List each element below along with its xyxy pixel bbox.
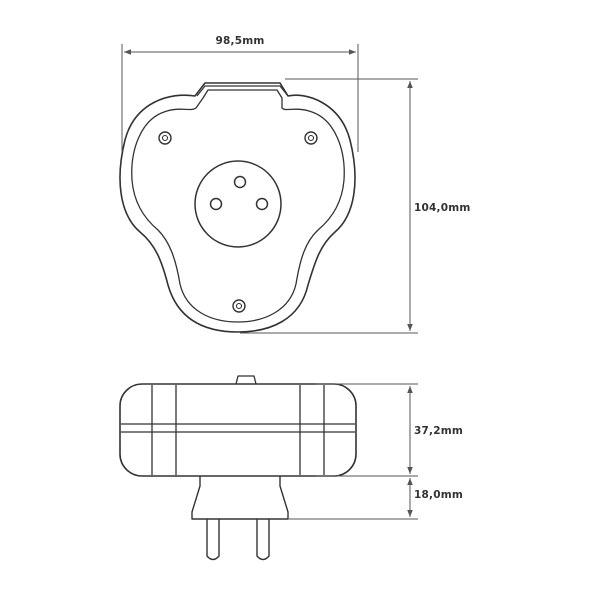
width-dimension: [121, 44, 359, 152]
side-view: [119, 375, 357, 561]
socket-pin-hole-right: [255, 197, 269, 211]
screw-top-left: [158, 131, 172, 145]
height-label: 104,0mm: [414, 202, 471, 214]
housing-outer-outline: [119, 82, 356, 333]
top-notch: [196, 85, 289, 97]
front-view: [119, 82, 356, 333]
socket-pin-hole-left: [209, 197, 223, 211]
screw-top-right: [304, 131, 318, 145]
plug-length-dimension: [288, 478, 418, 520]
screw-bottom: [232, 299, 246, 313]
socket-pin-hole-top: [233, 175, 247, 189]
plug-length-label: 18,0mm: [414, 489, 463, 501]
side-body: [119, 383, 357, 477]
housing-inner-outline: [131, 89, 345, 323]
depth-label: 37,2mm: [414, 425, 463, 437]
plug-pin-right: [256, 519, 270, 561]
top-switch: [235, 375, 257, 385]
height-dimension: [240, 78, 418, 334]
plug-base: [191, 476, 289, 520]
socket-face: [194, 160, 282, 248]
width-label: 98,5mm: [216, 35, 265, 47]
depth-dimension: [316, 383, 418, 477]
plug-pin-left: [206, 519, 220, 561]
